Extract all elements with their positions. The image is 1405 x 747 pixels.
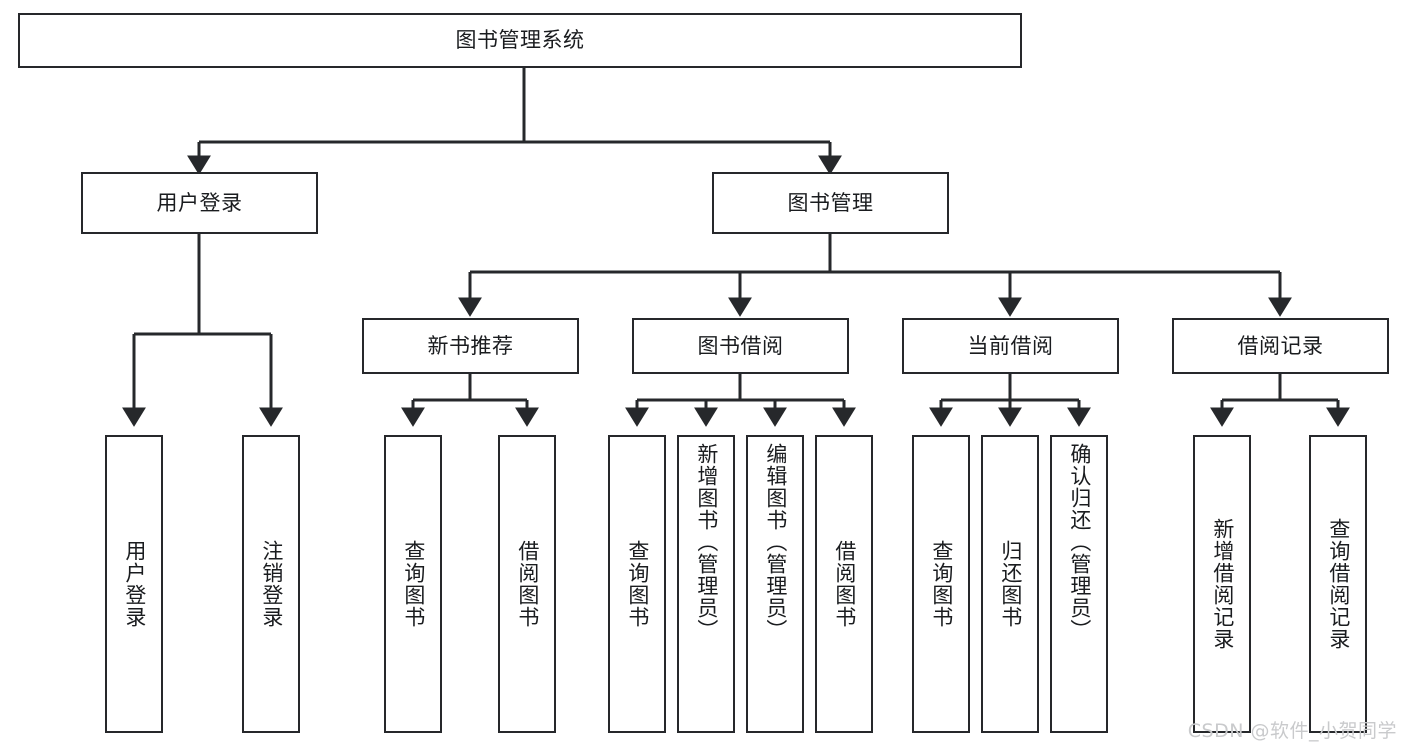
- node-user-login-label: 用户登录: [156, 190, 243, 215]
- leaf-book-borrow-query-book[interactable]: 查询图书: [608, 435, 666, 733]
- leaf-label: 查询图书: [401, 540, 426, 628]
- leaf-current-borrow-confirm-return-admin[interactable]: 确认归还（管理员）: [1050, 435, 1108, 733]
- leaf-label: 用户登录: [122, 540, 147, 628]
- leaf-label: 注销登录: [259, 540, 284, 628]
- leaf-label: 新增图书（管理员）: [694, 443, 719, 641]
- watermark-text: CSDN @软件_小贺同学: [1187, 720, 1397, 742]
- node-current-borrow[interactable]: 当前借阅: [902, 318, 1119, 374]
- node-book-borrow[interactable]: 图书借阅: [632, 318, 849, 374]
- leaf-book-borrow-borrow-book[interactable]: 借阅图书: [815, 435, 873, 733]
- leaf-label: 查询图书: [929, 540, 954, 628]
- leaf-label: 新增借阅记录: [1210, 518, 1235, 650]
- node-user-login[interactable]: 用户登录: [81, 172, 318, 234]
- node-borrow-record[interactable]: 借阅记录: [1172, 318, 1389, 374]
- leaf-label: 查询借阅记录: [1326, 518, 1351, 650]
- leaf-user-login-logout[interactable]: 注销登录: [242, 435, 300, 733]
- leaf-new-book-borrow-book[interactable]: 借阅图书: [498, 435, 556, 733]
- leaf-label: 查询图书: [625, 540, 650, 628]
- leaf-book-borrow-add-book-admin[interactable]: 新增图书（管理员）: [677, 435, 735, 733]
- leaf-new-book-query-book[interactable]: 查询图书: [384, 435, 442, 733]
- leaf-user-login-user-login[interactable]: 用户登录: [105, 435, 163, 733]
- node-book-management[interactable]: 图书管理: [712, 172, 949, 234]
- leaf-label: 编辑图书（管理员）: [763, 443, 788, 641]
- node-book-management-label: 图书管理: [787, 190, 874, 215]
- leaf-label: 确认归还（管理员）: [1067, 443, 1092, 641]
- leaf-label: 借阅图书: [832, 540, 857, 628]
- leaf-label: 归还图书: [998, 540, 1023, 628]
- node-current-borrow-label: 当前借阅: [967, 333, 1054, 358]
- leaf-label: 借阅图书: [515, 540, 540, 628]
- leaf-borrow-record-add-record[interactable]: 新增借阅记录: [1193, 435, 1251, 733]
- leaf-current-borrow-return-book[interactable]: 归还图书: [981, 435, 1039, 733]
- leaf-current-borrow-query-book[interactable]: 查询图书: [912, 435, 970, 733]
- node-book-borrow-label: 图书借阅: [697, 333, 784, 358]
- node-root-book-management-system[interactable]: 图书管理系统: [18, 13, 1022, 68]
- node-root-label: 图书管理系统: [455, 28, 585, 52]
- leaf-book-borrow-edit-book-admin[interactable]: 编辑图书（管理员）: [746, 435, 804, 733]
- node-new-book-recommend[interactable]: 新书推荐: [362, 318, 579, 374]
- leaf-borrow-record-query-record[interactable]: 查询借阅记录: [1309, 435, 1367, 733]
- node-new-book-recommend-label: 新书推荐: [427, 333, 514, 358]
- node-borrow-record-label: 借阅记录: [1237, 333, 1324, 358]
